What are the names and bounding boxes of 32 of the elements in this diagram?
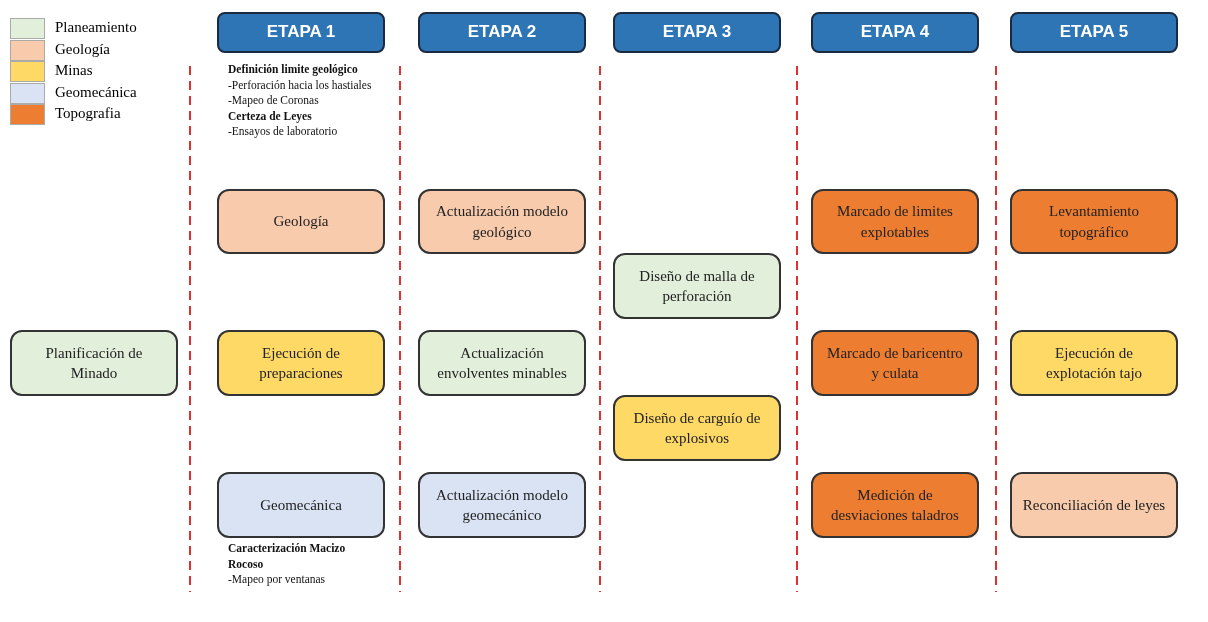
stage-header: ETAPA 5 — [1010, 12, 1178, 53]
note-text: -Ensayos de laboratorio — [228, 124, 339, 140]
task-box: Actualización modelo geomecánico — [418, 472, 586, 538]
task-box: Diseño de carguío de explosivos — [613, 395, 781, 461]
task-box: Geología — [217, 189, 385, 254]
legend-label: Minas — [55, 62, 93, 79]
task-box: Medición de desviaciones taladros — [811, 472, 979, 538]
stage-header: ETAPA 2 — [418, 12, 586, 53]
legend-label: Topografia — [55, 105, 121, 122]
task-box: Actualización modelo geológico — [418, 189, 586, 254]
legend-label: Geomecánica — [55, 83, 137, 101]
task-box: Diseño de malla de perforación — [613, 253, 781, 319]
task-box: Levantamiento topográfico — [1010, 189, 1178, 254]
task-box: Planificación de Minado — [10, 330, 178, 396]
task-box: Actualización envolventes minables — [418, 330, 586, 396]
task-box: Reconciliación de leyes — [1010, 472, 1178, 538]
stage-header: ETAPA 1 — [217, 12, 385, 53]
note-text: Definición limite geológico — [228, 62, 359, 78]
note-text: Caracterización Macizo Rocoso — [228, 541, 347, 572]
note-text: Certeza de Leyes — [228, 108, 313, 125]
legend-label: Geología — [55, 40, 110, 58]
task-box: Geomecánica — [217, 472, 385, 538]
note-text: -Mapeo de Coronas — [228, 93, 320, 109]
task-box: Ejecución de preparaciones — [217, 330, 385, 396]
task-box: Marcado de limites explotables — [811, 189, 979, 254]
stage-header: ETAPA 3 — [613, 12, 781, 53]
note-text: -Mapeo por ventanas — [228, 572, 327, 588]
task-box: Ejecución de explotación tajo — [1010, 330, 1178, 396]
task-box: Marcado de baricentro y culata — [811, 330, 979, 396]
note-text: -Perforación hacia los hastiales — [228, 77, 373, 93]
stage-header: ETAPA 4 — [811, 12, 979, 53]
legend-label: Planeamiento — [55, 19, 137, 36]
